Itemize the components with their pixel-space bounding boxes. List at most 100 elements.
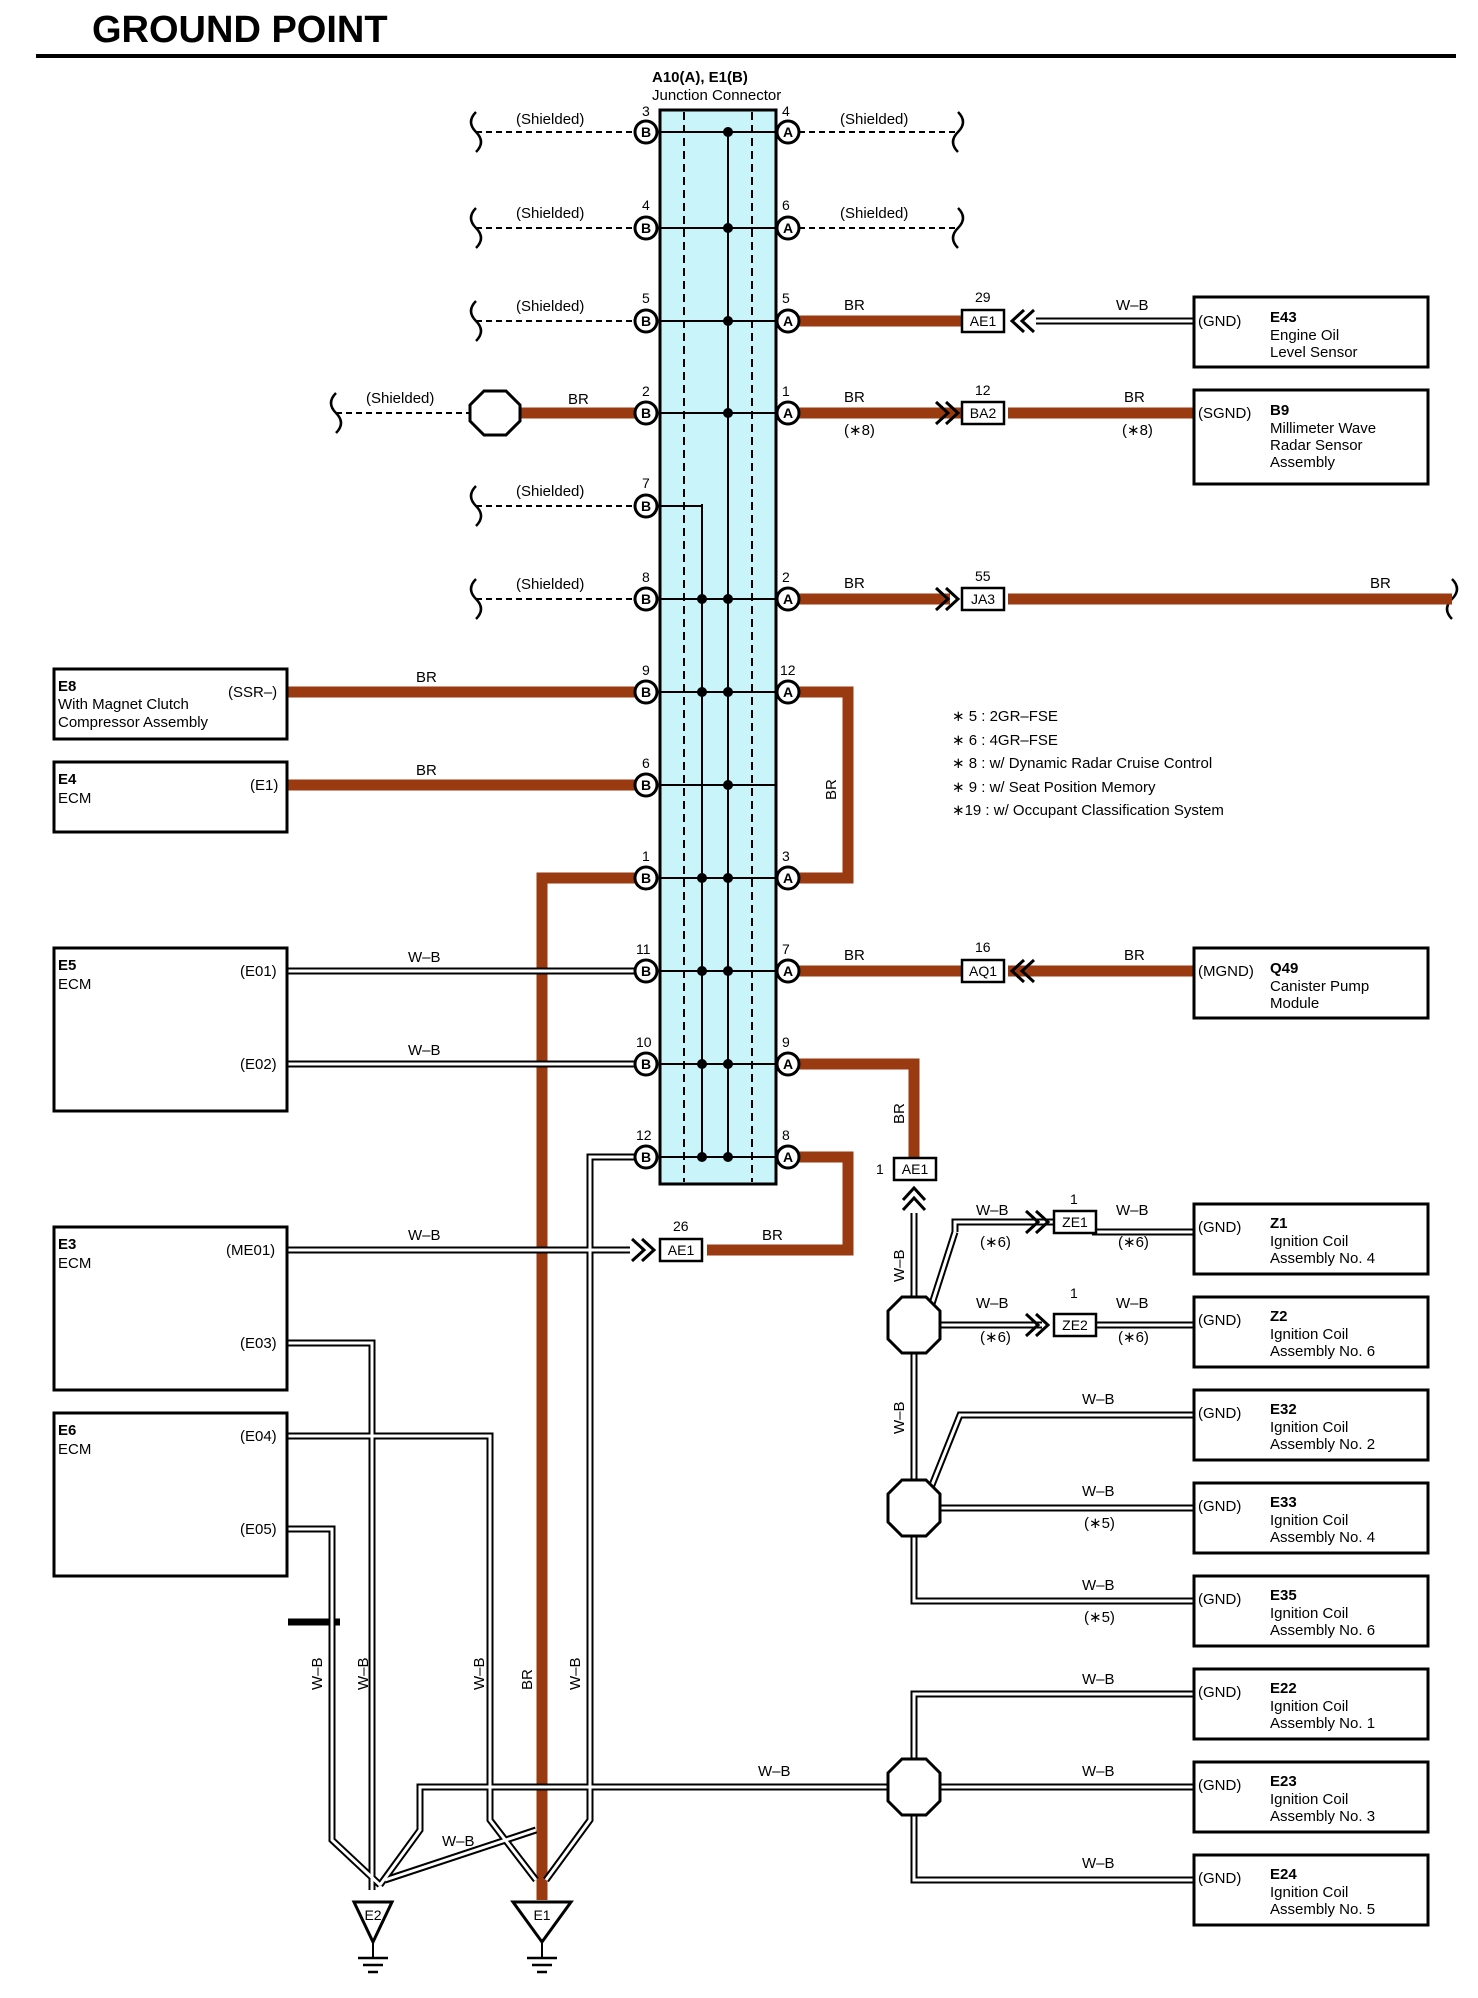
svg-text:Ignition Coil: Ignition Coil xyxy=(1270,1326,1348,1343)
svg-text:(∗5): (∗5) xyxy=(1084,1515,1115,1532)
ground-e2: E2 xyxy=(351,1900,395,1974)
svg-text:BA2: BA2 xyxy=(970,405,997,421)
svg-text:8: 8 xyxy=(782,1127,790,1143)
svg-text:B: B xyxy=(641,405,651,421)
svg-text:Ignition Coil: Ignition Coil xyxy=(1270,1698,1348,1715)
junction-name: Junction Connector xyxy=(652,87,781,104)
svg-text:A: A xyxy=(783,1056,793,1072)
svg-text:55: 55 xyxy=(975,568,991,584)
svg-text:B: B xyxy=(641,124,651,140)
svg-text:W–B: W–B xyxy=(891,1401,908,1434)
svg-text:(∗6): (∗6) xyxy=(1118,1329,1149,1346)
component-e33: (GND) E33 Ignition Coil Assembly No. 4 xyxy=(1192,1481,1430,1555)
svg-text:Z2: Z2 xyxy=(1270,1308,1288,1325)
connector-ja3: JA3 55 xyxy=(934,568,1006,612)
svg-text:(SSR–): (SSR–) xyxy=(228,684,277,701)
svg-text:BR: BR xyxy=(416,762,437,779)
connector-ze2: ZE2 1 xyxy=(1024,1285,1098,1338)
svg-text:7: 7 xyxy=(782,941,790,957)
connector-ba2: BA2 12 xyxy=(934,382,1006,426)
svg-text:Compressor Assembly: Compressor Assembly xyxy=(58,714,209,731)
svg-text:(E05): (E05) xyxy=(240,1521,277,1538)
svg-text:B: B xyxy=(641,1056,651,1072)
svg-text:W–B: W–B xyxy=(1082,1577,1115,1594)
svg-text:Level Sensor: Level Sensor xyxy=(1270,344,1358,361)
svg-text:Ignition Coil: Ignition Coil xyxy=(1270,1791,1348,1808)
svg-text:ECM: ECM xyxy=(58,1441,91,1458)
component-e23: (GND) E23 Ignition Coil Assembly No. 3 xyxy=(1192,1760,1430,1834)
svg-text:∗19 : w/ Occupant Classificati: ∗19 : w/ Occupant Classification System xyxy=(952,802,1224,819)
svg-text:W–B: W–B xyxy=(309,1657,326,1690)
svg-text:10: 10 xyxy=(636,1034,652,1050)
svg-text:(Shielded): (Shielded) xyxy=(516,205,584,222)
svg-text:(GND): (GND) xyxy=(1198,1219,1241,1236)
svg-text:(GND): (GND) xyxy=(1198,1498,1241,1515)
svg-text:B: B xyxy=(641,684,651,700)
svg-text:B: B xyxy=(641,870,651,886)
svg-text:AQ1: AQ1 xyxy=(969,963,997,979)
svg-text:Ignition Coil: Ignition Coil xyxy=(1270,1884,1348,1901)
svg-text:1: 1 xyxy=(1070,1191,1078,1207)
component-e6: E6 ECM (E04) (E05) xyxy=(52,1411,289,1578)
svg-text:W–B: W–B xyxy=(1082,1855,1115,1872)
svg-text:(Shielded): (Shielded) xyxy=(366,390,434,407)
svg-text:A: A xyxy=(783,220,793,236)
svg-text:With Magnet Clutch: With Magnet Clutch xyxy=(58,696,189,713)
svg-text:6: 6 xyxy=(642,755,650,771)
svg-text:E33: E33 xyxy=(1270,1494,1297,1511)
svg-text:W–B: W–B xyxy=(408,1042,441,1059)
svg-text:BR: BR xyxy=(891,1103,908,1124)
svg-text:Z1: Z1 xyxy=(1270,1215,1288,1232)
svg-text:B: B xyxy=(641,963,651,979)
svg-text:BR: BR xyxy=(519,1669,536,1690)
svg-text:BR: BR xyxy=(823,779,840,800)
component-e4: E4 ECM (E1) xyxy=(52,760,289,834)
svg-text:A: A xyxy=(783,684,793,700)
svg-text:(GND): (GND) xyxy=(1198,1870,1241,1887)
svg-text:(∗5): (∗5) xyxy=(1084,1609,1115,1626)
svg-text:E23: E23 xyxy=(1270,1773,1297,1790)
svg-text:E8: E8 xyxy=(58,678,76,695)
svg-text:(Shielded): (Shielded) xyxy=(516,576,584,593)
svg-text:W–B: W–B xyxy=(976,1202,1009,1219)
a-pins: A4 A6 A5 A1 A2 A12 A3 A7 A9 A8 xyxy=(775,103,801,1170)
svg-text:Radar Sensor: Radar Sensor xyxy=(1270,437,1363,454)
component-e5: E5 ECM (E01) (E02) xyxy=(52,946,289,1113)
svg-text:12: 12 xyxy=(780,662,796,678)
svg-text:∗ 5 : 2GR–FSE: ∗ 5 : 2GR–FSE xyxy=(952,708,1058,725)
svg-text:E5: E5 xyxy=(58,957,76,974)
svg-text:E24: E24 xyxy=(1270,1866,1297,1883)
svg-text:(GND): (GND) xyxy=(1198,1405,1241,1422)
component-e43: (GND) E43 Engine Oil Level Sensor xyxy=(1192,295,1430,369)
svg-text:3: 3 xyxy=(782,848,790,864)
svg-text:A: A xyxy=(783,1149,793,1165)
svg-text:W–B: W–B xyxy=(1116,1295,1149,1312)
svg-text:3: 3 xyxy=(642,103,650,119)
component-e22: (GND) E22 Ignition Coil Assembly No. 1 xyxy=(1192,1667,1430,1741)
svg-text:(SGND): (SGND) xyxy=(1198,405,1251,422)
svg-text:W–B: W–B xyxy=(355,1657,372,1690)
svg-text:(∗6): (∗6) xyxy=(980,1329,1011,1346)
svg-text:12: 12 xyxy=(975,382,991,398)
svg-text:E43: E43 xyxy=(1270,309,1297,326)
svg-text:ECM: ECM xyxy=(58,1255,91,1272)
svg-text:BR: BR xyxy=(1124,947,1145,964)
svg-text:ZE2: ZE2 xyxy=(1062,1317,1088,1333)
svg-text:1: 1 xyxy=(1070,1285,1078,1301)
svg-text:Assembly No. 6: Assembly No. 6 xyxy=(1270,1622,1375,1639)
svg-text:1: 1 xyxy=(642,848,650,864)
svg-text:Ignition Coil: Ignition Coil xyxy=(1270,1233,1348,1250)
svg-text:9: 9 xyxy=(782,1034,790,1050)
svg-text:Engine Oil: Engine Oil xyxy=(1270,327,1339,344)
svg-text:(GND): (GND) xyxy=(1198,1777,1241,1794)
svg-text:ZE1: ZE1 xyxy=(1062,1214,1088,1230)
svg-text:A: A xyxy=(783,591,793,607)
b-pins: B3 B4 B5 B2 B7 B8 B9 B6 B1 B11 B10 B12 xyxy=(633,103,659,1170)
svg-text:(GND): (GND) xyxy=(1198,1591,1241,1608)
connector-aq1: AQ1 16 xyxy=(960,939,1036,984)
component-z2: (GND) Z2 Ignition Coil Assembly No. 6 xyxy=(1192,1295,1430,1369)
svg-text:BR: BR xyxy=(844,389,865,406)
svg-text:A: A xyxy=(783,963,793,979)
component-e35: (GND) E35 Ignition Coil Assembly No. 6 xyxy=(1192,1574,1430,1648)
